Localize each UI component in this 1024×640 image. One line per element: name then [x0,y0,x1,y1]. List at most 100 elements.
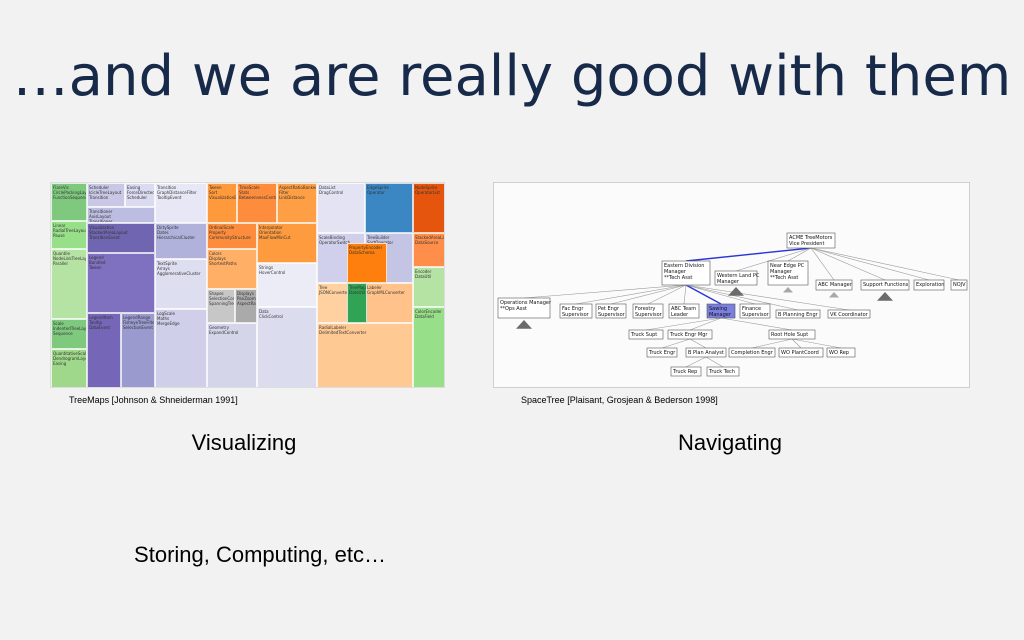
treemap-label: LegendRange [123,315,151,320]
tree-node-label: Vice President [789,241,824,247]
tree-node-label: Completion Engr [731,350,774,356]
tree-node-label: Supervisor [598,312,626,318]
tree-edge [645,317,722,331]
treemap-label: DendrogramLayout [53,356,86,361]
treemap-label: Easing [127,185,141,190]
tree-edge [791,338,842,349]
tree-edge [787,247,812,262]
treemap-label: Interpolator [259,225,283,230]
tree-node-ops[interactable]: Operations Manager**Ops Asst [497,297,552,319]
treemap-label: HoverControl [259,270,286,275]
treemap-label: ExpandControl [209,330,239,335]
treemap-label: Sequence [53,331,73,336]
treemap-caption: TreeMaps [Johnson & Shneiderman 1991] [69,395,238,405]
treemap-label: Sort [209,190,218,195]
tree-node-worep[interactable]: WO Rep [826,347,856,358]
treemap-label: OrdinalScale [209,225,235,230]
tree-edge [685,247,812,262]
treemap-label: FunctionSequence [53,195,87,200]
treemap-label: Pause [53,233,65,238]
treemap-label: AgglomerativeCluster [157,271,201,276]
treemap-label: IndentedTreeLayout [53,326,87,331]
treemap-cell: StackedAreaLabelerDataSource [413,233,445,267]
visualizing-heading: Visualizing [191,430,297,455]
treemap-label: Data [259,309,269,314]
treemap-cell: TreeMapLayoutDateUtil [347,283,367,323]
collapsed-subtree-icon[interactable] [783,287,793,293]
treemap-label: Orientation [259,230,282,235]
tree-node-support[interactable]: Support Functions [860,279,910,291]
tree-edge [661,338,691,349]
treemap-label: RadialLabeler [319,325,347,330]
treemap-label: Strings [259,265,274,270]
tree-node-rootholesupt[interactable]: Root Hole Supt [768,329,816,340]
tree-node-label: **Tech Asst [770,275,798,281]
tree-edge [751,338,793,349]
collapsed-subtree-icon[interactable] [829,292,839,298]
treemap-label: VisualizationEvent [209,195,237,200]
treemap-label: DataSchema [349,250,375,255]
tree-node-bplananalyst[interactable]: B Plan Analyst [685,347,727,358]
treemap-label: Labeler [367,285,382,290]
tree-node-trucksupt[interactable]: Truck Supt [628,329,664,340]
tree-node-vk[interactable]: VK Coordinator [827,309,871,319]
treemap-label: StackedAreaLabeler [415,235,445,240]
tree-node-label: NOJV [953,282,966,288]
treemap-label: GraphMLConverter [367,290,405,295]
treemap-label: StackedAreaLayout [89,230,128,235]
treemap-label: PanZoomControl [237,296,256,301]
treemap-label: Stats [239,190,250,195]
treemap-image: FlareVisCirclePackingLayoutFunctionSeque… [50,182,445,388]
tree-node-bplanning[interactable]: B Planning Engr [775,309,821,319]
treemap-cell: DisplaysPanZoomControlAspectRatioBanker [235,289,257,323]
tree-node-truckrep[interactable]: Truck Rep [670,366,702,377]
tree-node-exploration[interactable]: Exploration [913,279,944,291]
tree-node-woplant[interactable]: WO PlantCoord [778,347,824,358]
tree-node-truckengr[interactable]: Truck Engr [646,347,678,358]
treemap-label: DelimitedTextConverter [319,330,367,335]
treemap-label: LegendItem [89,315,113,320]
treemap-label: Maths [157,316,170,321]
treemap-label: LogScale [157,311,175,316]
tree-node-truckengrmgr[interactable]: Truck Engr Mgr [667,329,713,340]
collapsed-subtree-icon[interactable] [877,292,893,301]
treemap-label: EdgeSprite [367,185,389,190]
treemap-cell: QuantileNodeLinkTreeLayoutParallel [51,249,87,319]
tree-node-label: Manager [717,279,740,285]
tree-edge [735,247,812,272]
tree-node-label: ACME TreeMotors [789,235,833,241]
tree-node-trucktech[interactable]: Truck Tech [706,366,740,377]
treemap-label: ClickControl [259,314,283,319]
treemap-label: DataEvent [89,325,111,330]
tree-node-label: Truck Engr [648,350,676,356]
treemap-label: Filter [279,190,289,195]
treemap-label: SortOperator [367,240,411,245]
tree-node-label: ABC Manager [818,282,853,288]
collapsed-subtree-icon[interactable] [728,287,744,296]
tree-node-abc[interactable]: ABC Manager [815,279,853,291]
treemap-cell: TweenSortVisualizationEvent [207,183,237,223]
tree-node-completion[interactable]: Completion Engr [728,347,776,358]
tree-node-nojv[interactable]: NOJV [950,279,968,291]
collapsed-subtree-icon[interactable] [516,320,532,329]
